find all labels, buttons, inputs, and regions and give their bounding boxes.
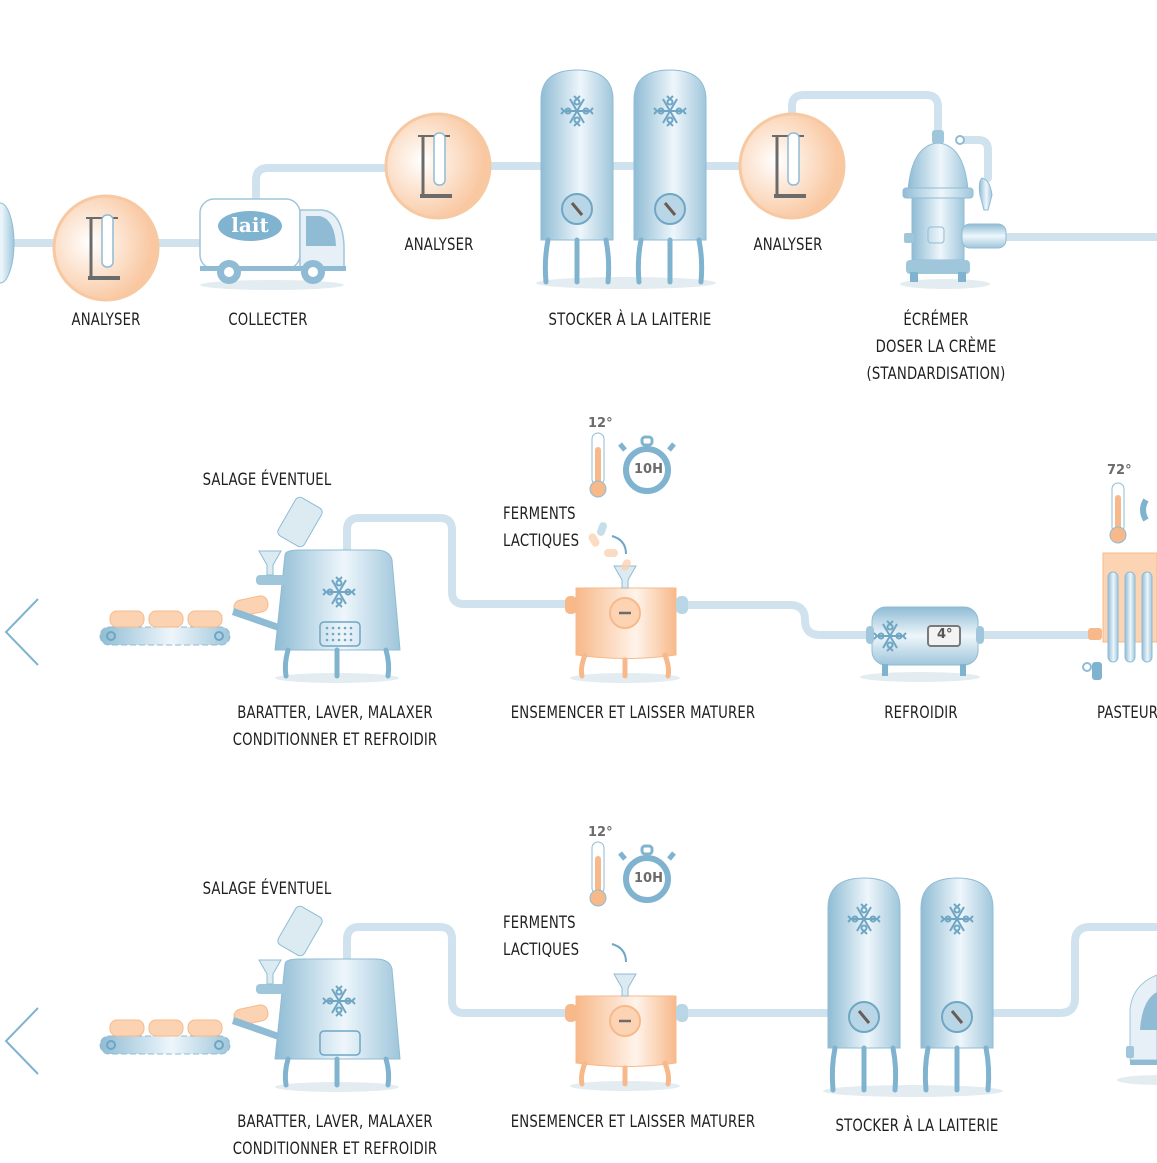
note-ferments: FERMENTS: [503, 504, 576, 524]
milk-truck-partial-icon: [1117, 974, 1157, 1085]
note-salage: SALAGE ÉVENTUEL: [202, 879, 332, 899]
step-label-baratter: BARATTER, LAVER, MALAXER: [237, 1112, 433, 1132]
step-label-stocker: STOCKER À LA LAITERIE: [835, 1116, 999, 1136]
step-label-conditionner: CONDITIONNER ET REFROIDIR: [232, 730, 438, 750]
truck-badge-text: lait: [231, 213, 269, 237]
cooler-display: 4°: [937, 627, 953, 642]
churn-icon: [256, 496, 401, 683]
stopwatch-icon: [618, 844, 676, 903]
temperature-readout: 12°: [588, 416, 613, 431]
duration-readout: 10H: [634, 871, 663, 886]
duration-readout: 10H: [634, 462, 663, 477]
conveyor-belt-icon: [99, 595, 290, 646]
step-label-baratter: BARATTER, LAVER, MALAXER: [237, 703, 433, 723]
note-lactiques: LACTIQUES: [503, 940, 580, 960]
step-label-ecremer: ÉCRÉMER: [903, 310, 969, 330]
previous-arrow-icon[interactable]: [0, 595, 45, 670]
conveyor-belt-icon: [99, 1004, 290, 1055]
step-label-analyser: ANALYSER: [404, 235, 474, 255]
separator-partial-icon: [0, 202, 15, 284]
step-label-conditionner: CONDITIONNER ET REFROIDIR: [232, 1139, 438, 1159]
churn-icon: [256, 905, 401, 1092]
step-label-refroidir: REFROIDIR: [884, 703, 958, 723]
thermometer-icon: [589, 841, 607, 907]
step-label-standardisation: (STANDARDISATION): [866, 364, 1006, 384]
step-label-stocker: STOCKER À LA LAITERIE: [548, 310, 712, 330]
step-label-analyser: ANALYSER: [71, 310, 141, 330]
stopwatch-icon: [618, 435, 676, 494]
storage-tanks-icon: [536, 69, 716, 289]
storage-tanks-icon: [823, 877, 1003, 1097]
milk-truck-icon: [199, 198, 346, 290]
pipes-row-1: [11, 91, 1157, 247]
cooler-tank-icon: [860, 606, 984, 682]
test-tube-icon: [738, 112, 846, 220]
pipes-row-2: [343, 514, 1094, 639]
pipes-row-3: [343, 923, 1157, 1017]
step-label-doser: DOSER LA CRÈME: [875, 337, 997, 357]
previous-arrow-icon[interactable]: [0, 1004, 45, 1079]
step-label-ensemencer: ENSEMENCER ET LAISSER MATURER: [510, 703, 756, 723]
thermometer-icon: [589, 432, 607, 498]
separator-icon: [900, 130, 1007, 289]
note-ferments: FERMENTS: [503, 913, 576, 933]
temperature-readout: 72°: [1107, 463, 1132, 478]
test-tube-icon: [52, 194, 160, 302]
temperature-readout: 12°: [588, 825, 613, 840]
maturation-tank-icon: [565, 943, 688, 1091]
step-label-analyser: ANALYSER: [753, 235, 823, 255]
step-label-collecter: COLLECTER: [228, 310, 308, 330]
radiator-icon: [1082, 482, 1157, 680]
test-tube-icon: [384, 112, 492, 220]
note-salage: SALAGE ÉVENTUEL: [202, 470, 332, 490]
maturation-tank-icon: [565, 522, 688, 683]
note-lactiques: LACTIQUES: [503, 531, 580, 551]
step-label-pasteuriser: PASTEUR: [1097, 703, 1157, 723]
step-label-ensemencer: ENSEMENCER ET LAISSER MATURER: [510, 1112, 756, 1132]
